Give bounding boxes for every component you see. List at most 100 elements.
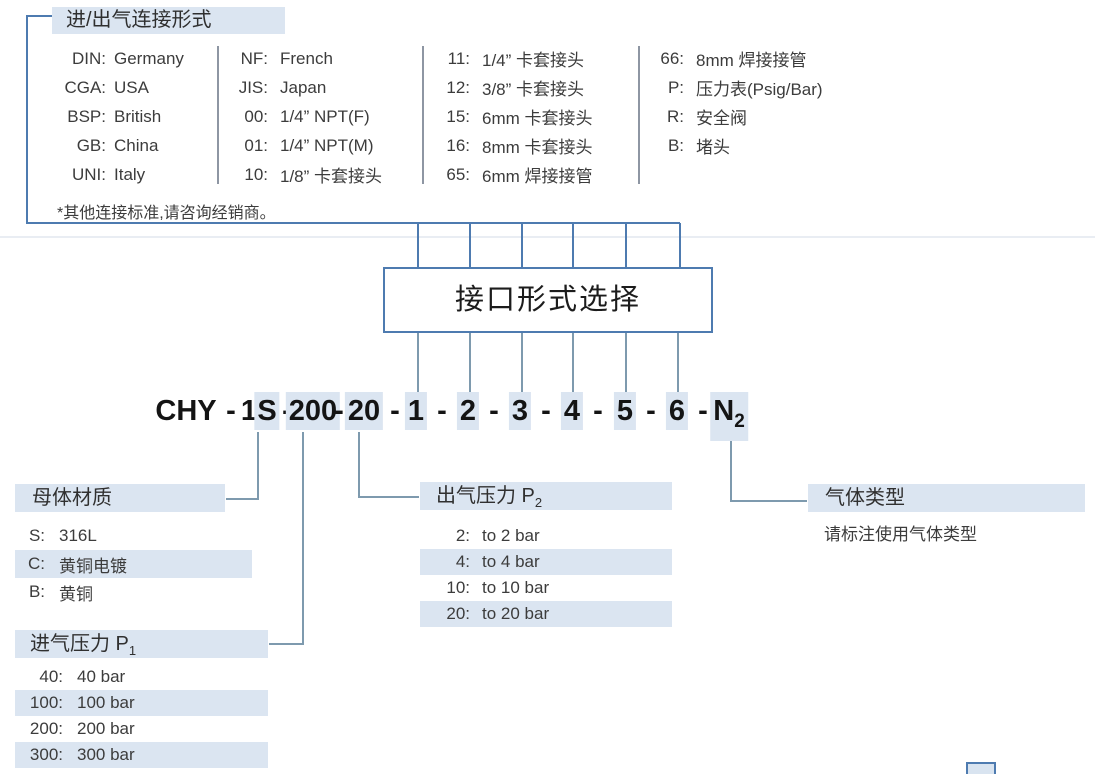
option-label: 100 bar — [77, 693, 135, 712]
option-code: 10: — [446, 578, 470, 597]
option-row: JIS:Japan — [228, 73, 382, 102]
option-label: USA — [114, 77, 149, 97]
option-row: BSP:British — [38, 102, 184, 131]
option-label: 3/8” 卡套接头 — [482, 80, 585, 99]
option-row: 66:8mm 焊接接管 — [646, 44, 823, 73]
box-top-connectors — [417, 223, 681, 267]
section-connectors — [226, 432, 807, 645]
partial-box-bottom-right — [966, 762, 996, 774]
option-label: 40 bar — [77, 667, 126, 686]
option-label: 安全阀 — [696, 109, 747, 128]
connection-section-title-text: 进/出气连接形式 — [66, 9, 212, 31]
option-label: French — [280, 48, 333, 68]
option-row: 16:8mm 卡套接头 — [432, 131, 592, 160]
order-code-token: CHY — [155, 395, 217, 427]
option-code: DIN: — [72, 48, 106, 68]
column-divider — [422, 46, 424, 184]
option-code: GB: — [76, 135, 106, 155]
option-label: 堵头 — [696, 138, 730, 157]
order-code-dash: - — [541, 395, 551, 427]
box-bottom-connectors — [417, 333, 679, 392]
outlet-pressure-header-text: 出气压力 P — [436, 485, 535, 507]
order-code-token: 200 — [285, 392, 341, 430]
option-code: C: — [28, 554, 45, 573]
gas-type-section-header: 气体类型 — [808, 484, 1085, 512]
order-code-token: 5 — [613, 392, 637, 430]
connection-section-title: 进/出气连接形式 — [52, 7, 285, 34]
inlet-pressure-header-text: 进气压力 P — [30, 633, 129, 655]
option-row: 200:200 bar — [15, 716, 268, 742]
option-row: 2:to 2 bar — [420, 523, 672, 549]
option-row: 00: 1/4” NPT(F) — [228, 102, 382, 131]
order-code-dash: - — [437, 395, 447, 427]
option-label: 6mm 卡套接头 — [482, 109, 593, 128]
option-label: 黄铜电镀 — [59, 556, 127, 576]
order-code-line: CHY-1S-200-20-1-2-3-4-5-6-N2 — [0, 392, 1095, 441]
option-code: 40: — [39, 667, 63, 686]
option-code: 20: — [446, 604, 470, 623]
option-code: 100: — [29, 693, 63, 712]
option-row: 65: 6mm 焊接接管 — [432, 160, 593, 189]
option-code: 200: — [29, 719, 63, 738]
option-code: S: — [28, 526, 45, 545]
option-label: 6mm 焊接接管 — [482, 167, 593, 186]
option-row: 300:300 bar — [15, 742, 268, 768]
option-row: C: 黄铜电镀 — [15, 550, 252, 578]
material-header-text: 母体材质 — [32, 487, 112, 509]
option-code: 65: — [446, 164, 470, 184]
option-code: 16: — [446, 135, 470, 155]
order-code-token: 2 — [456, 392, 480, 430]
order-code-token: 20 — [344, 392, 384, 430]
order-code-dash: - — [334, 395, 344, 427]
option-code: 01: — [244, 135, 268, 155]
option-label: 316L — [59, 526, 97, 545]
option-row: 10:1/8” 卡套接头 — [228, 160, 382, 189]
column-divider — [638, 46, 640, 184]
option-label: 1/4” 卡套接头 — [482, 51, 585, 70]
option-row: DIN: Germany — [38, 44, 184, 73]
option-code: P: — [667, 77, 684, 97]
option-code: 12: — [446, 77, 470, 97]
gas-type-header-text: 气体类型 — [825, 487, 905, 509]
order-code-dash: - — [489, 395, 499, 427]
option-code: JIS: — [238, 77, 268, 97]
option-row: 10:to 10 bar — [420, 575, 672, 601]
option-row: NF:French — [228, 44, 382, 73]
order-code-subscript: 2 — [734, 410, 745, 432]
option-label: 8mm 焊接接管 — [696, 51, 807, 70]
option-row: 40: 40 bar — [15, 664, 268, 690]
option-code: 15: — [446, 106, 470, 126]
option-label: to 4 bar — [482, 552, 540, 571]
option-row: R: 安全阀 — [646, 102, 823, 131]
option-label: China — [114, 135, 159, 155]
option-code: R: — [667, 106, 684, 126]
order-code-token: 1 — [240, 395, 258, 427]
connection-note: *其他连接标准,请咨询经销商。 — [57, 205, 276, 222]
option-code: UNI: — [72, 164, 106, 184]
order-code-token: 4 — [560, 392, 584, 430]
option-row: P: 压力表(Psig/Bar) — [646, 73, 823, 102]
option-label: 1/4” NPT(F) — [280, 106, 370, 126]
option-label: 300 bar — [77, 745, 135, 764]
order-code-token: 1 — [404, 392, 428, 430]
option-label: 1/4” NPT(M) — [280, 135, 374, 155]
inlet-pressure-subscript: 1 — [128, 643, 137, 658]
option-row: 100: 100 bar — [15, 690, 268, 716]
outlet-pressure-subscript: 2 — [534, 495, 543, 510]
option-label: Italy — [114, 164, 146, 184]
order-code-dash: - — [390, 395, 400, 427]
option-row: 12: 3/8” 卡套接头 — [432, 73, 593, 102]
option-row: 4:to 4 bar — [420, 549, 672, 575]
port-selection-box-label: 接口形式选择 — [454, 284, 641, 316]
option-label: Germany — [114, 48, 184, 68]
option-label: 压力表(Psig/Bar) — [696, 80, 823, 99]
column-divider — [217, 46, 219, 184]
option-code: 00: — [244, 106, 268, 126]
